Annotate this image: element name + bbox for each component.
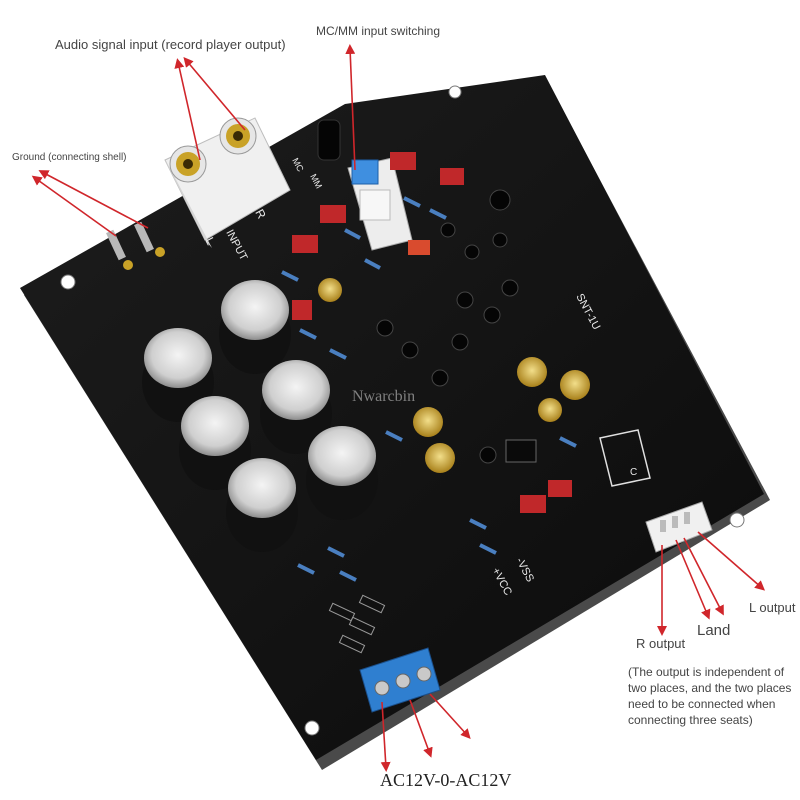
annotation-arrows <box>31 44 766 772</box>
power-terminal-block <box>359 647 441 713</box>
land-label: Land <box>697 622 731 639</box>
silkscreen-c-box <box>599 429 651 487</box>
gold-capacitors <box>318 278 590 473</box>
power-input-label: AC12V-0-AC12V <box>380 770 512 790</box>
op-amp-chip <box>505 439 537 463</box>
watermark-text: Nwarcbin <box>352 388 416 405</box>
top-capacitor <box>317 119 341 161</box>
r-output-label: R output <box>636 636 686 651</box>
pcb-board <box>20 75 770 770</box>
output-connector <box>645 501 713 553</box>
filter-capacitors <box>142 280 378 552</box>
audio-input-label: Audio signal input (record player output… <box>55 37 286 52</box>
mc-mm-switch-label: MC/MM input switching <box>316 24 441 38</box>
transistors <box>376 189 519 464</box>
silk-c: C <box>630 467 637 478</box>
rca-input-jacks <box>164 117 291 248</box>
film-capacitors <box>292 152 572 513</box>
ground-label: Ground (connecting shell) <box>12 152 127 163</box>
rectifier-diodes <box>328 594 386 654</box>
ground-lugs <box>106 221 165 270</box>
l-output-label: L output <box>749 600 796 615</box>
resistors <box>281 196 577 582</box>
output-note: (The output is independent of two places… <box>628 665 792 727</box>
